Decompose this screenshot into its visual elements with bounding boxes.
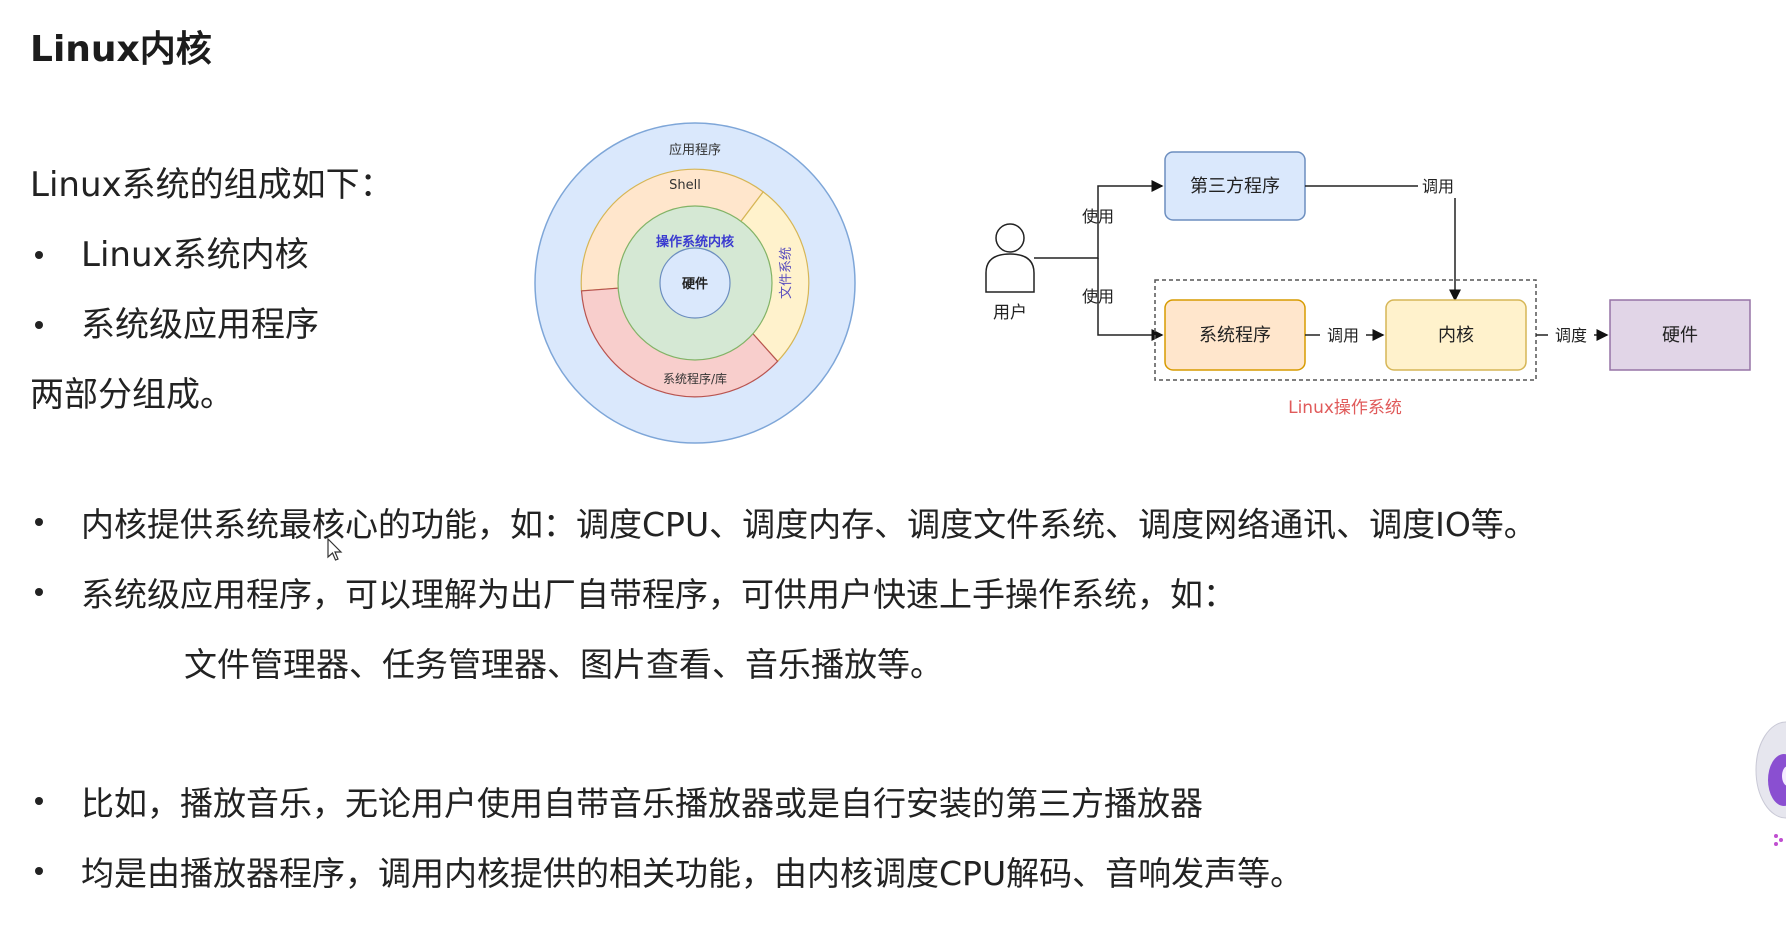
indented-line: 文件管理器、任务管理器、图片查看、音乐播放等。 <box>184 645 943 684</box>
bullet-list-1: 内核提供系统最核心的功能，如：调度CPU、调度内存、调度文件系统、调度网络通讯、… <box>30 487 1537 697</box>
intro-section: Linux系统的组成如下： Linux系统内核 系统级应用程序 两部分组成。 <box>30 150 394 430</box>
list-item-text: 内核提供系统最核心的功能，如：调度CPU、调度内存、调度文件系统、调度网络通讯、… <box>81 505 1537 544</box>
use-label-bottom: 使用 <box>1082 287 1114 306</box>
intro-item: Linux系统内核 <box>30 220 394 290</box>
list-item: 比如，播放音乐，无论用户使用自带音乐播放器或是自行安装的第三方播放器 <box>30 766 1303 836</box>
kernel-box <box>1385 299 1527 371</box>
bullet-dot <box>35 797 43 805</box>
connector-line <box>1034 180 1164 259</box>
intro-item: 系统级应用程序 <box>30 290 394 360</box>
connector-line <box>1305 185 1461 302</box>
list-item-text: 均是由播放器程序，调用内核提供的相关功能，由内核调度CPU解码、音响发声等。 <box>81 854 1304 893</box>
bullet-dot <box>35 321 43 329</box>
bullet-dot <box>35 867 43 875</box>
intro-heading: Linux系统的组成如下： <box>30 165 394 205</box>
intro-footer: 两部分组成。 <box>30 375 234 415</box>
linux-os-boundary <box>1154 279 1537 381</box>
app-layer-label: 应用程序 <box>669 142 721 158</box>
bullet-dot <box>35 251 43 259</box>
user-icon <box>985 223 1035 293</box>
hardware-label: 硬件 <box>1662 325 1698 346</box>
page-title: Linux内核 <box>30 29 212 70</box>
libs-layer-label: 系统程序/库 <box>663 371 727 386</box>
intro-item-label: 系统级应用程序 <box>81 305 319 345</box>
kernel-layer-label: 操作系统内核 <box>656 234 734 250</box>
linux-os-label: Linux操作系统 <box>1288 398 1402 418</box>
label-bg <box>1320 323 1366 347</box>
list-item: 系统级应用程序，可以理解为出厂自带程序，可供用户快速上手操作系统，如： <box>30 557 1537 627</box>
os-flow-diagram: 用户 使用 使用 第三方程序 调用 Linux操作系统 系统程序 调用 内核 调… <box>985 151 1751 418</box>
mouse-cursor-icon <box>327 538 343 561</box>
hardware-core <box>659 247 731 319</box>
call-label-top: 调用 <box>1422 177 1454 196</box>
list-item-text: 系统级应用程序，可以理解为出厂自带程序，可供用户快速上手操作系统，如： <box>81 575 1236 614</box>
assistant-widget-icon[interactable] <box>1746 710 1786 850</box>
bullet-list-2: 比如，播放音乐，无论用户使用自带音乐播放器或是自行安装的第三方播放器 均是由播放… <box>30 766 1303 906</box>
bullet-dot <box>35 518 43 526</box>
bullet-dot <box>35 588 43 596</box>
kernel-label: 内核 <box>1438 325 1474 346</box>
call-label-mid: 调用 <box>1327 326 1359 345</box>
list-item: 内核提供系统最核心的功能，如：调度CPU、调度内存、调度文件系统、调度网络通讯、… <box>30 487 1537 557</box>
fs-layer-label: 文件系统 <box>779 247 794 299</box>
list-item-text: 比如，播放音乐，无论用户使用自带音乐播放器或是自行安装的第三方播放器 <box>81 784 1203 823</box>
use-label-top: 使用 <box>1082 207 1114 226</box>
label-bg <box>1548 323 1594 347</box>
os-layers-diagram: 应用程序 Shell 文件系统 系统程序/库 操作系统内核 硬件 <box>534 122 856 444</box>
schedule-label: 调度 <box>1555 326 1587 345</box>
hardware-box <box>1609 299 1751 371</box>
system-program-label: 系统程序 <box>1199 325 1271 346</box>
label-bg <box>1418 174 1462 198</box>
connector-line <box>1097 258 1164 341</box>
intro-item-label: Linux系统内核 <box>81 235 309 275</box>
hardware-core-label: 硬件 <box>682 276 708 292</box>
third-party-label: 第三方程序 <box>1190 176 1280 197</box>
user-label: 用户 <box>993 303 1027 323</box>
list-item: 均是由播放器程序，调用内核提供的相关功能，由内核调度CPU解码、音响发声等。 <box>30 836 1303 906</box>
shell-layer-label: Shell <box>669 178 701 193</box>
